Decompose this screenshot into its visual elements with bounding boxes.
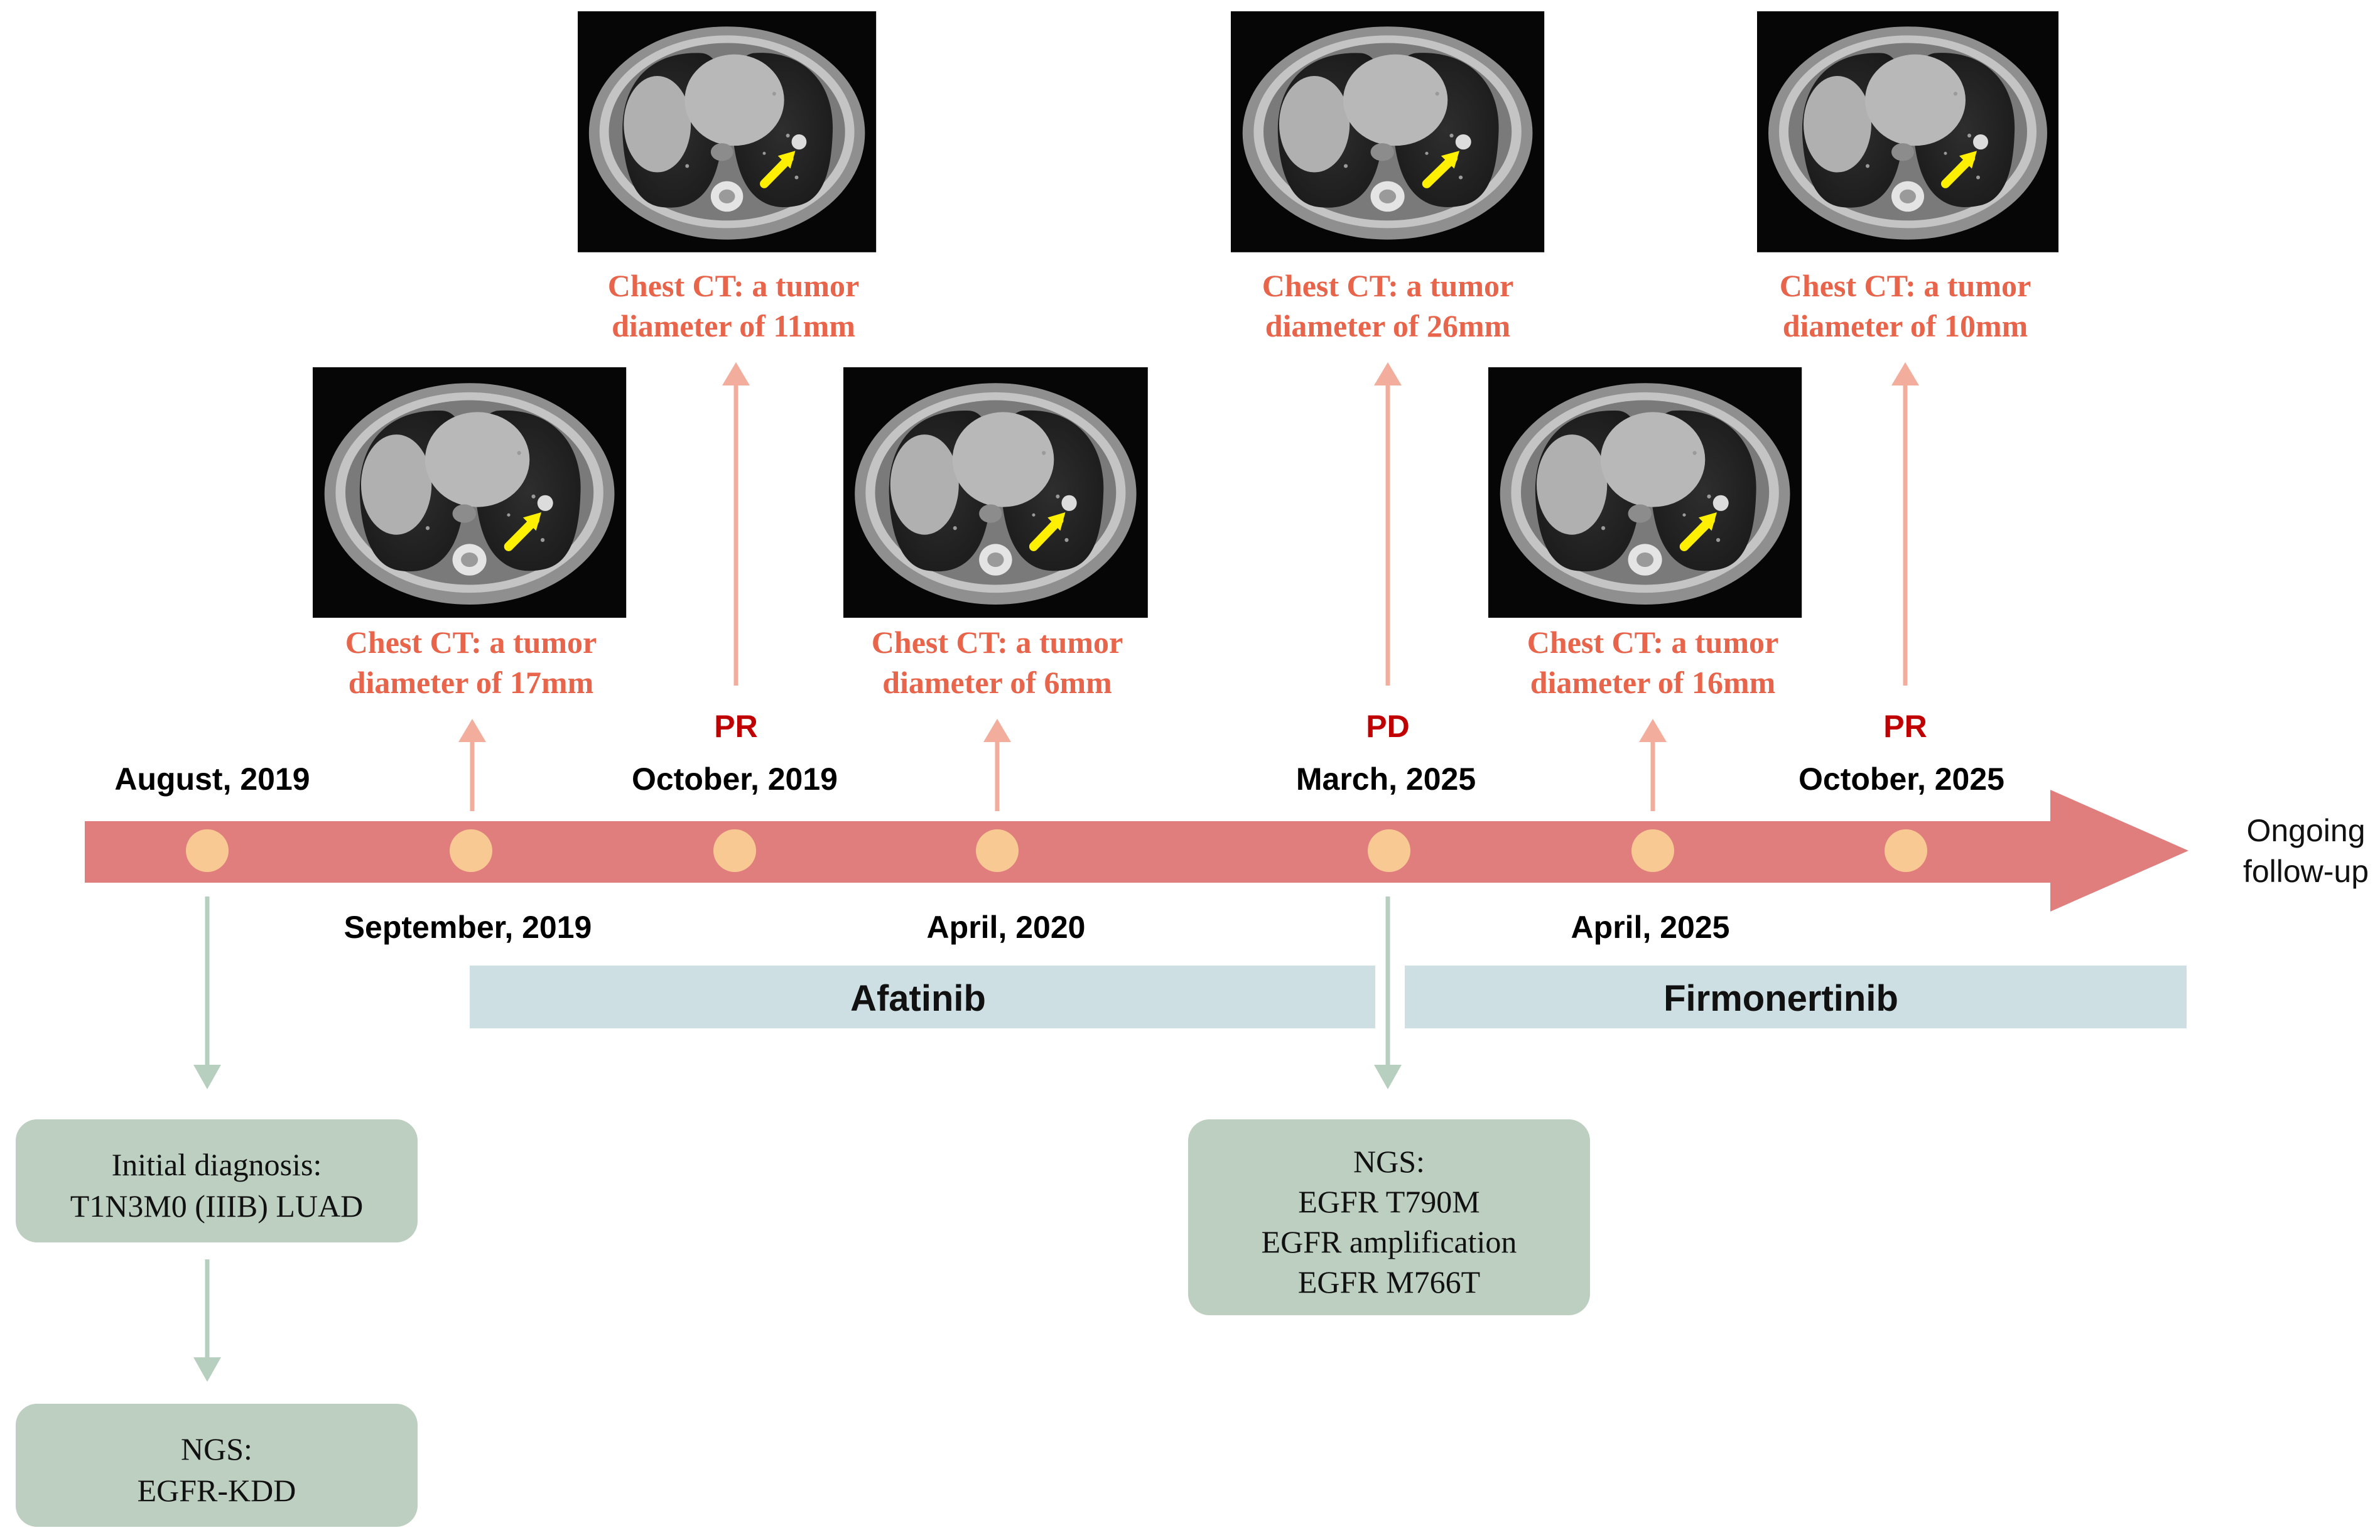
timeline-nodes: [186, 829, 1927, 872]
node-apr-2025: [1631, 829, 1674, 872]
info-box-ngs-progression-line4: EGFR M766T: [1298, 1264, 1480, 1300]
ct-caption-mar-2025-line2: diameter of 26mm: [1265, 308, 1511, 343]
ct-caption-oct-2019: Chest CT: a tumor: [608, 268, 859, 303]
status-label-oct-2019: PR: [714, 709, 757, 744]
ct-caption-mar-2025: Chest CT: a tumor: [1262, 268, 1513, 303]
ct-image-mar-2025: [1231, 11, 1544, 252]
down-arrow-ngs-initial-head: [193, 1357, 221, 1382]
timeline-bar: [85, 821, 2050, 883]
date-label-aug-2019: August, 2019: [114, 762, 310, 797]
date-label-oct-2025: October, 2025: [1799, 762, 2004, 797]
date-label-apr-2025: April, 2025: [1571, 910, 1730, 945]
ct-caption-apr-2020: Chest CT: a tumor: [872, 625, 1123, 660]
up-arrow-mar-2025-head: [1374, 362, 1402, 385]
down-arrow-ngs-progression-head: [1374, 1065, 1402, 1089]
ct-image-apr-2025: [1488, 367, 1802, 618]
down-arrow-diagnosis-head: [193, 1065, 221, 1089]
up-arrow-oct-2025-head: [1891, 362, 1919, 385]
treatment-bar-firmonertinib: [1405, 966, 2187, 1028]
treatment-bar-afatinib: [470, 966, 1375, 1028]
ct-caption-oct-2019-line2: diameter of 11mm: [612, 308, 855, 343]
date-label-mar-2025: March, 2025: [1296, 762, 1476, 797]
treatment-label-afatinib: Afatinib: [850, 978, 986, 1019]
date-label-oct-2019: October, 2019: [632, 762, 838, 797]
up-arrow-apr-2020-head: [983, 719, 1011, 742]
info-box-ngs-initial: [16, 1404, 418, 1527]
ct-caption-oct-2025-line2: diameter of 10mm: [1783, 308, 2028, 343]
node-sep-2019: [450, 829, 492, 872]
ct-image-oct-2025: [1757, 11, 2058, 252]
node-oct-2025: [1885, 829, 1927, 872]
up-arrow-sep-2019-head: [458, 719, 486, 742]
info-box-ngs-initial-line2: EGFR-KDD: [138, 1473, 296, 1508]
up-arrow-oct-2019-head: [722, 362, 750, 385]
ct-caption-sep-2019: Chest CT: a tumor: [345, 625, 597, 660]
info-box-diagnosis: [16, 1119, 418, 1242]
up-arrows: [458, 362, 1919, 811]
ongoing-follow-up-label: Ongoing: [2246, 813, 2365, 848]
treatment-label-firmonertinib: Firmonertinib: [1663, 978, 1898, 1019]
down-arrows: [193, 897, 1402, 1382]
node-aug-2019: [186, 829, 229, 872]
ct-caption-apr-2020-line2: diameter of 6mm: [882, 665, 1112, 700]
info-box-ngs-initial-line1: NGS:: [181, 1431, 252, 1467]
status-label-oct-2025: PR: [1883, 709, 1927, 744]
date-label-sep-2019: September, 2019: [344, 910, 592, 945]
ct-caption-apr-2025: Chest CT: a tumor: [1527, 625, 1778, 660]
info-box-ngs-progression-line3: EGFR amplification: [1262, 1224, 1517, 1259]
info-box-ngs-progression-line2: EGFR T790M: [1298, 1184, 1479, 1219]
node-mar-2025: [1368, 829, 1410, 872]
node-apr-2020: [976, 829, 1019, 872]
info-box-diagnosis-line1: Initial diagnosis:: [112, 1147, 322, 1182]
timeline-arrowhead: [2050, 790, 2188, 912]
info-box-diagnosis-line2: T1N3M0 (IIIB) LUAD: [70, 1188, 364, 1224]
ct-image-sep-2019: [313, 367, 626, 618]
status-label-mar-2025: PD: [1366, 709, 1409, 744]
ct-image-apr-2020: [843, 367, 1148, 618]
up-arrow-apr-2025-head: [1639, 719, 1667, 742]
ct-caption-sep-2019-line2: diameter of 17mm: [349, 665, 594, 700]
ct-caption-apr-2025-line2: diameter of 16mm: [1530, 665, 1776, 700]
info-box-ngs-progression-line1: NGS:: [1353, 1144, 1425, 1179]
info-box-ngs-progression: [1188, 1119, 1590, 1315]
ct-caption-oct-2025: Chest CT: a tumor: [1780, 268, 2031, 303]
date-label-apr-2020: April, 2020: [927, 910, 1086, 945]
ct-image-oct-2019: [578, 11, 876, 252]
node-oct-2019: [713, 829, 756, 872]
ongoing-follow-up-label-line2: follow-up: [2243, 854, 2369, 889]
